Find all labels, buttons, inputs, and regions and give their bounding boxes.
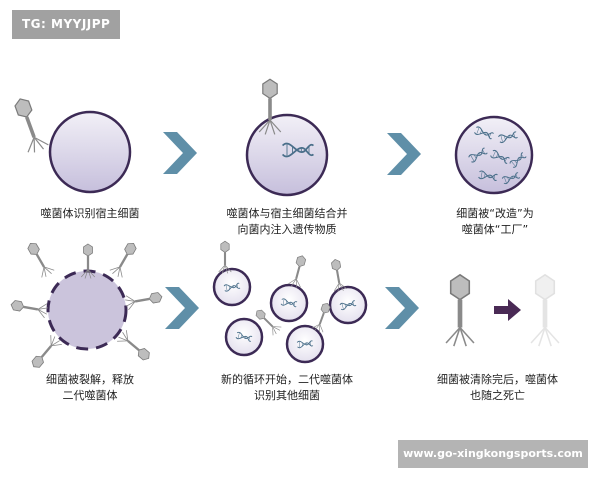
chevron-right-icon: [165, 287, 199, 329]
step1-phage-icon: [9, 94, 50, 156]
chevron-right-icon: [387, 133, 421, 175]
step6-caption: 细菌被清除完后，噬菌体 也随之死亡: [437, 373, 558, 402]
step4-lysed-bacterium: [46, 269, 128, 351]
step6-dark-arrow-icon: [494, 299, 521, 321]
step5-caption: 新的循环开始，二代噬菌体 识别其他细菌: [221, 373, 353, 402]
step1-bacterium: [48, 110, 132, 194]
step6-faded-phage-icon: [530, 274, 560, 347]
chevron-right-icon: [385, 287, 419, 329]
watermark-url: www.go-xingkongsports.com: [398, 440, 588, 468]
step6-phage-icon: [445, 274, 475, 347]
step2-caption: 噬菌体与宿主细菌结合并 向菌内注入遗传物质: [226, 207, 348, 236]
watermark-tag: TG: MYYJJPP: [12, 10, 120, 39]
step1-caption: 噬菌体识别宿主细菌: [40, 207, 140, 220]
step4-caption: 细菌被裂解，释放 二代噬菌体: [46, 373, 134, 402]
chevron-right-icon: [163, 132, 197, 174]
step3-caption: 细菌被“改造”为 噬菌体“工厂”: [456, 207, 534, 236]
